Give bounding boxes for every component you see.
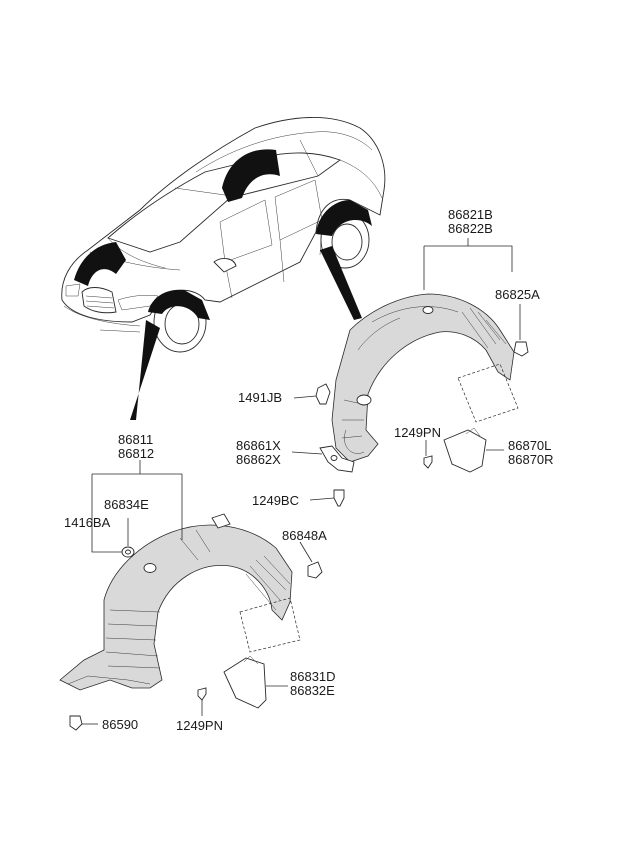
label-rear-clip: 86825A	[495, 287, 540, 302]
label-rear-screw: 1249PN	[394, 425, 441, 440]
label-front-washer: 1416BA	[64, 515, 111, 530]
fender-liner-icon	[59, 513, 293, 691]
label-fastener: 86590	[102, 717, 138, 732]
label-rear-mud-guard-1: 86870L	[508, 438, 551, 453]
clip-icon	[121, 546, 135, 558]
label-rear-liner-1: 86821B	[448, 207, 493, 222]
label-bolt: 1249BC	[252, 493, 299, 508]
clip-icon	[307, 561, 323, 579]
label-rivet: 1491JB	[238, 390, 282, 405]
label-rear-mud-guard-2: 86870R	[508, 452, 554, 467]
fender-liner-icon	[331, 293, 515, 463]
label-front-mud-guard-1: 86831D	[290, 669, 336, 684]
screw-icon	[333, 489, 345, 507]
mud-guard-icon	[423, 427, 487, 473]
label-front-screw: 1249PN	[176, 718, 223, 733]
label-front-nut: 86834E	[104, 497, 149, 512]
label-front-mud-guard-2: 86832E	[290, 683, 335, 698]
label-bracket-2: 86862X	[236, 452, 281, 467]
screw-icon	[69, 715, 83, 731]
label-front-liner-2: 86812	[118, 446, 154, 461]
label-front-clip: 86848A	[282, 528, 327, 543]
bracket-icon	[319, 445, 355, 473]
label-rear-liner-2: 86822B	[448, 221, 493, 236]
clip-icon	[513, 341, 529, 357]
car-icon	[61, 117, 386, 420]
mud-guard-icon	[197, 655, 267, 709]
label-bracket-1: 86861X	[236, 438, 281, 453]
screw-icon	[315, 383, 331, 405]
label-front-liner-1: 86811	[118, 432, 153, 447]
